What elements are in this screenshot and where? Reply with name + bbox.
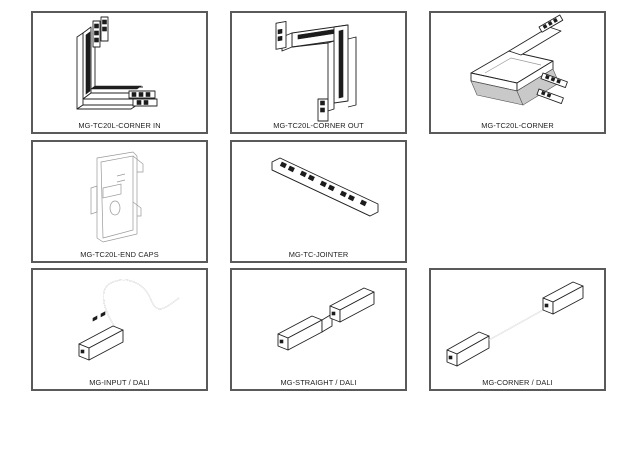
product-name: MG-TC20L-CORNER OUT	[273, 121, 364, 130]
straight-dali-illustration	[277, 287, 375, 351]
product-card-corner-dali: MG-CORNER / DALI	[429, 268, 606, 391]
product-name: MG-TC20L-END CAPS	[80, 250, 159, 259]
product-name: MG-CORNER / DALI	[482, 378, 553, 387]
jointer-illustration	[271, 157, 379, 217]
jointer-contacts	[279, 161, 367, 207]
corner-out-illustration	[275, 21, 357, 122]
product-card-corner: MG-TC20L-CORNER	[429, 11, 606, 134]
input-dali-illustration	[78, 279, 180, 361]
product-card-corner-in: MG-TC20L-CORNER IN	[31, 11, 208, 134]
corner-dali-illustration	[446, 281, 584, 367]
product-card-corner-out: MG-TC20L-CORNER OUT	[230, 11, 407, 134]
product-name: MG-TC-JOINTER	[288, 250, 349, 259]
corner-in-illustration	[76, 16, 158, 110]
corner-illustration	[470, 14, 568, 106]
product-card-input-dali: MG-INPUT / DALI	[31, 268, 208, 391]
product-card-straight-dali: MG-STRAIGHT / DALI	[230, 268, 407, 391]
end-caps-illustration	[90, 151, 144, 243]
product-card-jointer: MG-TC-JOINTER	[230, 140, 407, 263]
product-name: MG-STRAIGHT / DALI	[280, 378, 357, 387]
product-name: MG-INPUT / DALI	[89, 378, 150, 387]
product-name: MG-TC20L-CORNER	[481, 121, 554, 130]
product-name: MG-TC20L-CORNER IN	[78, 121, 161, 130]
product-card-end-caps: MG-TC20L-END CAPS	[31, 140, 208, 263]
